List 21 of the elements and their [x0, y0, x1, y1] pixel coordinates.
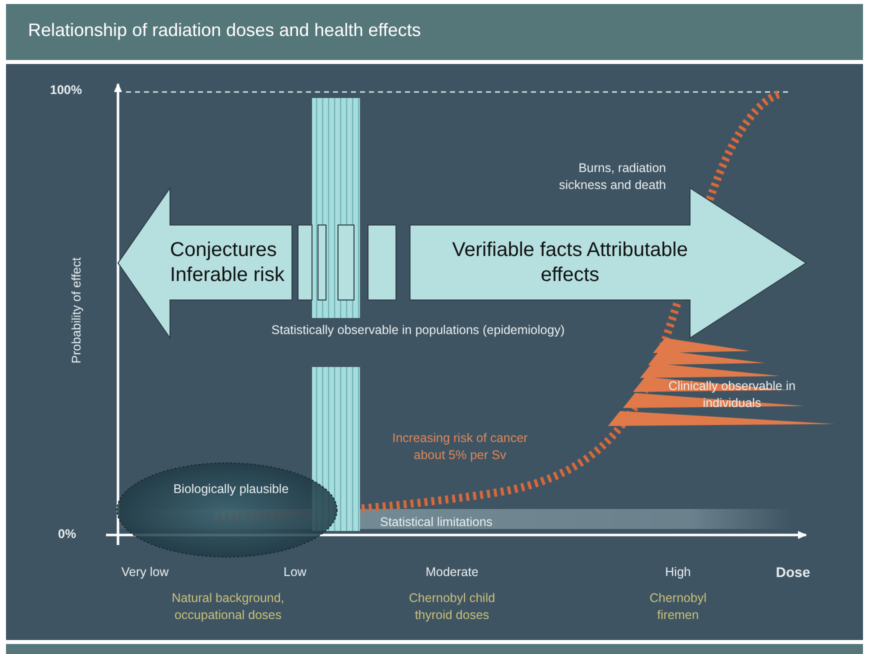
tick-label: Moderate — [424, 564, 480, 581]
tick-label: High — [664, 564, 692, 581]
annotation-text: Statistically observable in populations (epidemiology) — [270, 322, 566, 339]
category-note: Natural background, occupational doses — [170, 590, 286, 624]
arrow-label: Verifiable facts Attributable effects — [451, 238, 689, 288]
axis-value-label: 0% — [58, 526, 78, 543]
category-note: Chernobyl child thyroid doses — [408, 590, 496, 624]
arrow-label: Conjectures Inferable risk — [170, 238, 286, 288]
annotation-text: Burns, radiation sickness and death — [558, 160, 666, 194]
region-label: Biologically plausible — [172, 482, 290, 496]
axis-value-label: 100% — [50, 82, 83, 99]
right-arrow — [410, 188, 806, 338]
tick-label: Low — [282, 564, 308, 581]
axis-title: Dose — [774, 563, 812, 582]
tick-label: Very low — [120, 564, 170, 581]
category-note: Chernobyl firemen — [648, 590, 708, 624]
annotation-text: Increasing risk of cancer about 5% per Sv — [391, 430, 529, 464]
title: Relationship of radiation doses and health effects — [28, 20, 421, 41]
annotation-text: Statistical limitations — [380, 514, 494, 531]
dashed-ellipse — [116, 462, 338, 558]
axis-title: Probability of effect — [68, 256, 85, 366]
